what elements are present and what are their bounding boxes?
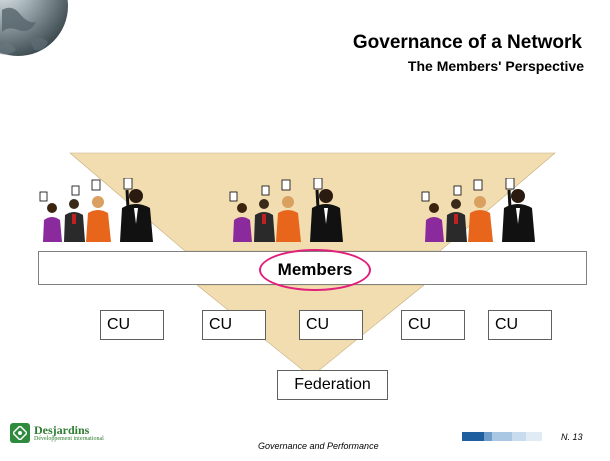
members-label: Members xyxy=(277,260,353,279)
logo-subtitle: Développement international xyxy=(34,436,104,442)
members-highlight-oval xyxy=(259,249,371,291)
logo-name: Desjardins xyxy=(34,423,90,437)
slide-subtitle: The Members' Perspective xyxy=(407,58,584,74)
desjardins-logo: Desjardins Développement international xyxy=(10,419,104,447)
cu-box: CU xyxy=(202,310,266,340)
slide-title: Governance of a Network xyxy=(352,32,582,53)
globe-icon xyxy=(0,0,68,56)
cu-box: CU xyxy=(401,310,465,340)
federation-box: Federation xyxy=(277,370,388,400)
cu-box: CU xyxy=(488,310,552,340)
voting-people-icon xyxy=(39,178,153,242)
footer-text: Governance and Performance xyxy=(258,441,379,451)
desjardins-logo-icon xyxy=(10,423,30,443)
cu-box: CU xyxy=(299,310,363,340)
page-number: N. 13 xyxy=(561,432,583,442)
cu-box: CU xyxy=(100,310,164,340)
voting-people-icon xyxy=(421,178,535,242)
voting-people-icon xyxy=(229,178,343,242)
footer-decorative-bars xyxy=(462,432,542,441)
